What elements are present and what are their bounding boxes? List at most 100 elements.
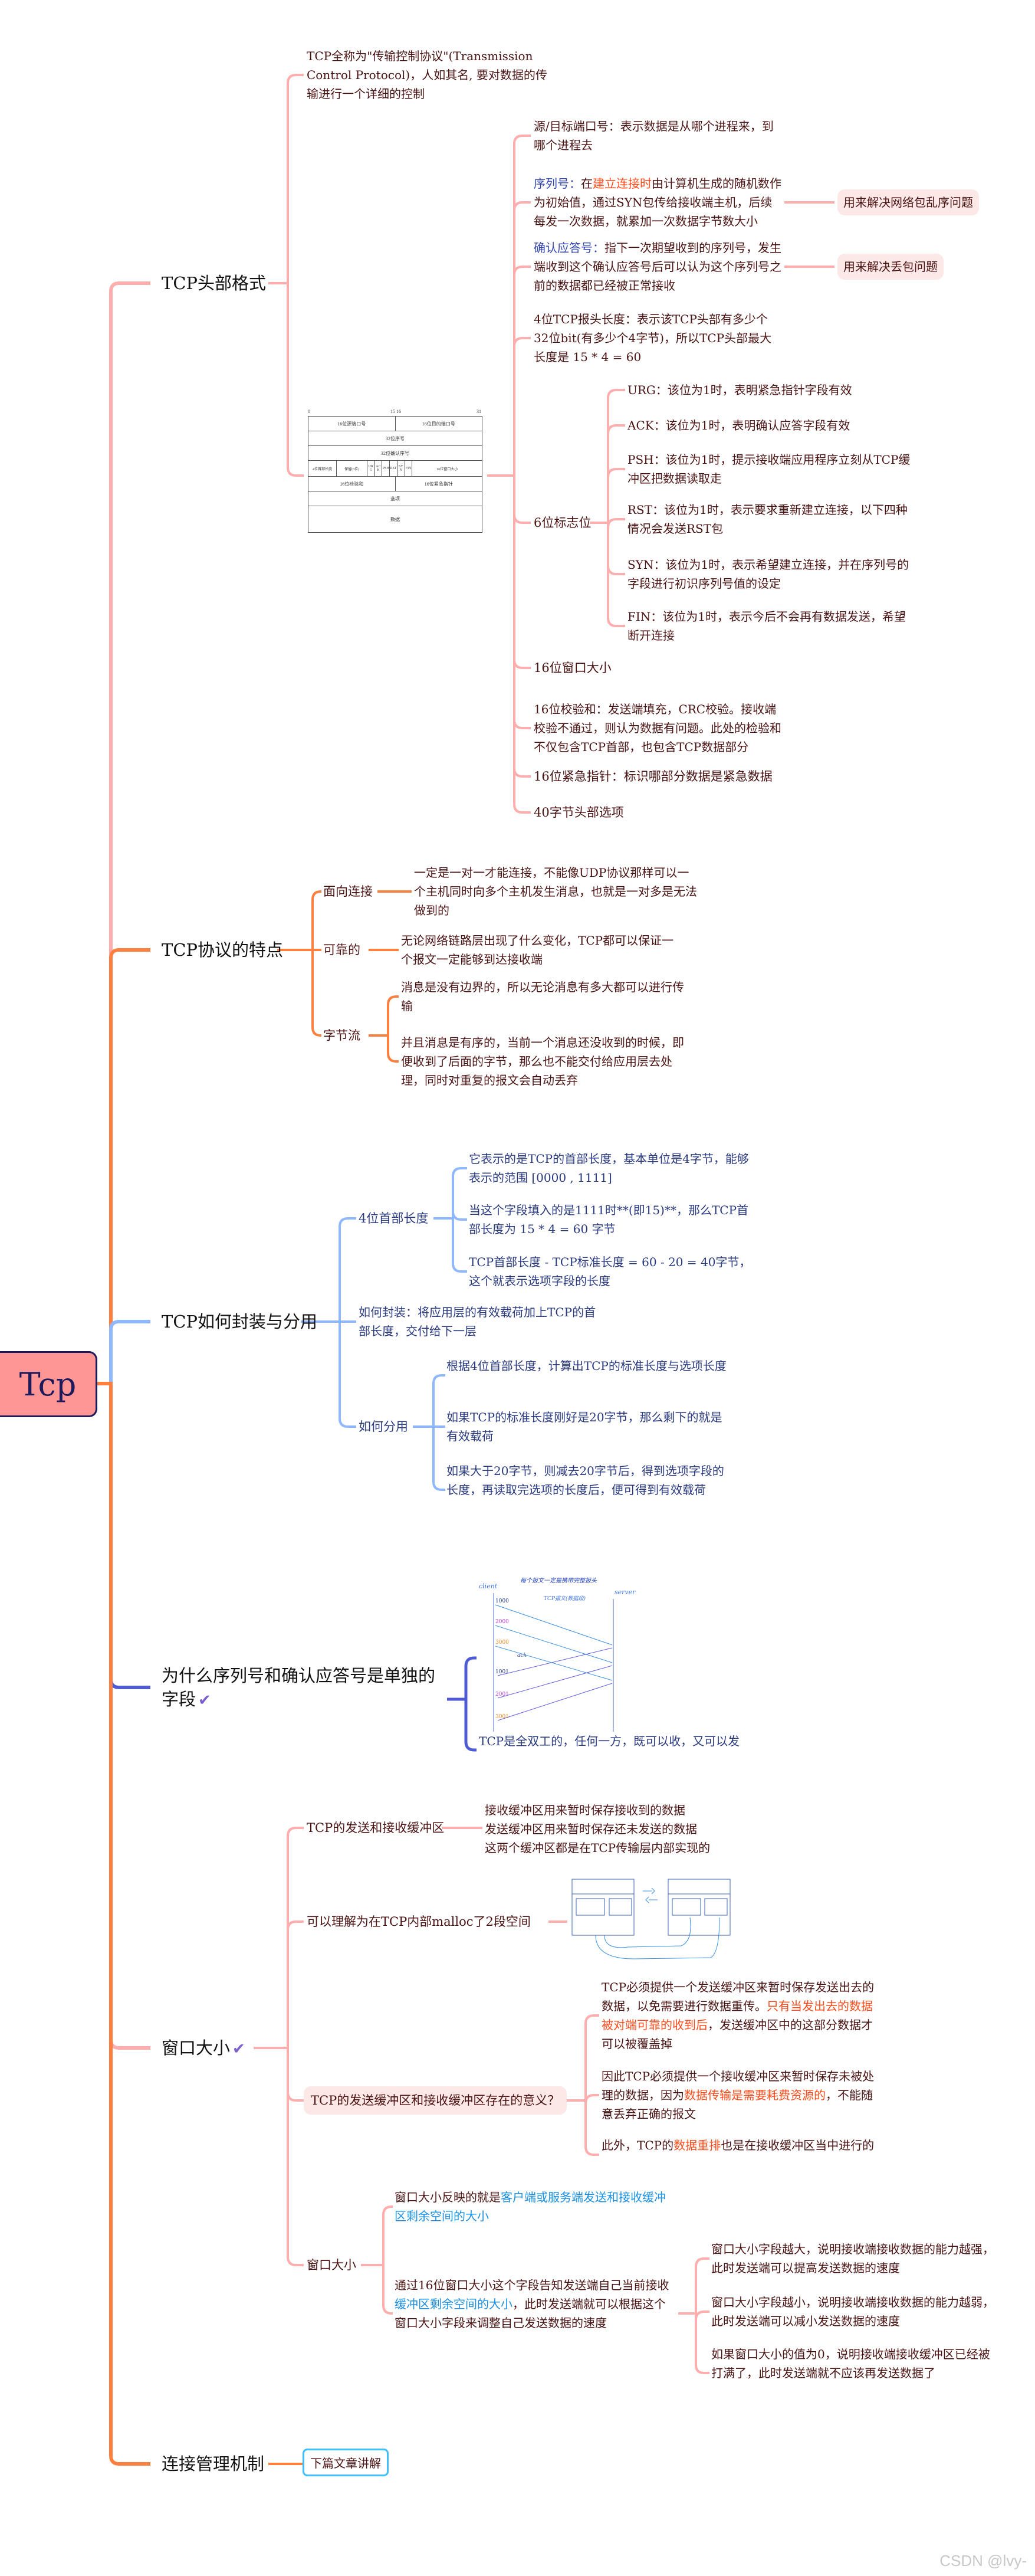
hdr-cell: 16位源端口号 xyxy=(308,417,396,431)
connector-line xyxy=(97,1320,150,1385)
encap-demux[interactable]: 如何分用 xyxy=(359,1420,408,1434)
encap-how[interactable]: 如何封装：将应用层的有效载荷加上TCP的首部长度，交付给下一层 xyxy=(359,1305,596,1338)
connector-line xyxy=(97,1382,150,1689)
connector-line xyxy=(433,1211,467,1221)
field-flags[interactable]: 6位标志位 xyxy=(534,516,592,530)
ack-number-label: 1001 xyxy=(495,1669,509,1675)
field-header-length[interactable]: 4位TCP报头长度：表示该TCP头部有多少个32位bit(有多少个4字节)，所以… xyxy=(534,312,772,364)
field-ack[interactable]: 确认应答号：指下一次期望收到的序列号，发生端收到这个确认应答号后可以认为这个序列… xyxy=(534,238,781,295)
connector-line xyxy=(369,1034,399,1063)
size-detail[interactable]: 如果窗口大小的值为0，说明接收端接收缓冲区已经被打满了，此时发送端就不应该再发送… xyxy=(711,2347,990,2380)
size-p2[interactable]: 通过16位窗口大小这个字段告知发送端自己当前接收缓冲区剩余空间的大小，此时发送端… xyxy=(395,2276,672,2332)
text-part: ，此时发送端就可以根据这个窗口大小字段来调整自己发送数据的速度 xyxy=(395,2297,666,2330)
flag-ack[interactable]: ACK：该位为1时，表明确认应答字段有效 xyxy=(627,418,850,432)
ack-arrow xyxy=(497,1647,613,1676)
window-malloc[interactable]: 可以理解为在TCP内部malloc了2段空间 xyxy=(307,1915,531,1929)
connector-line xyxy=(254,1827,304,2049)
bit-label: 31 xyxy=(477,409,481,414)
meaning-p1[interactable]: TCP必须提供一个发送缓冲区来暂时保存发送出去的数据，以免需要进行数据重传。只有… xyxy=(602,1978,879,2053)
hlen-detail[interactable]: 它表示的是TCP的首部长度，基本单位是4字节，能够表示的范围 [0000 , 1… xyxy=(469,1152,749,1185)
check-icon: ✔ xyxy=(198,1692,211,1709)
connector-line xyxy=(487,337,531,477)
root-node[interactable]: Tcp xyxy=(0,1351,97,1417)
demux-detail[interactable]: 如果TCP的标准长度刚好是20字节，那么剩下的就是有效载荷 xyxy=(446,1410,722,1443)
connector-line xyxy=(301,1320,356,1428)
branch-encap-title[interactable]: TCP如何封装与分用 xyxy=(162,1312,318,1332)
feature-detail[interactable]: 消息是没有边界的，所以无论消息有多大都可以进行传输 xyxy=(401,980,684,1013)
branch-why-title[interactable]: 为什么序列号和确认应答号是单独的字段✔ xyxy=(162,1664,445,1712)
flag-rst[interactable]: RST：该位为1时，表示要求重新建立连接，以下四种情况会发送RST包 xyxy=(627,503,908,536)
hdr-cell: 32位确认序号 xyxy=(381,450,409,456)
flag-syn[interactable]: SYN：该位为1时，表示希望建立连接，并在序列号的字段进行初识序列号值的设定 xyxy=(627,558,909,591)
connector-line xyxy=(97,281,150,1385)
flag-urg[interactable]: URG：该位为1时，表明紧急指针字段有效 xyxy=(627,383,852,397)
connector-line xyxy=(487,474,531,669)
window-buffers[interactable]: TCP的发送和接收缓冲区 xyxy=(307,1821,445,1835)
hdr-cell: RST xyxy=(390,461,397,476)
size-detail[interactable]: 窗口大小字段越大，说明接收端接收数据的能力越强，此时发送端可以提高发送数据的速度 xyxy=(711,2242,994,2275)
tcp-intro[interactable]: TCP全称为"传输控制协议"(Transmission Control Prot… xyxy=(307,49,547,101)
text-part: 指下一次期望收到的序列号，发生端收到这个确认应答号后可以认为这个序列号之前的数据… xyxy=(534,241,781,293)
branch-header-title[interactable]: TCP头部格式 xyxy=(162,273,267,293)
meaning-p2[interactable]: 因此TCP必须提供一个接收缓冲区来暂时保存未被处理的数据，因为数据传输是需要耗费… xyxy=(602,2067,879,2123)
feature-detail[interactable]: 一定是一对一才能连接，不能像UDP协议那样可以一个主机同时向多个主机发生消息，也… xyxy=(414,866,697,917)
connector-line xyxy=(254,2047,304,2266)
field-label: 确认应答号： xyxy=(534,241,604,255)
hlen-detail[interactable]: TCP首部长度 - TCP标准长度 = 60 - 20 = 40字节，这个就表示… xyxy=(469,1255,751,1288)
meaning-p3[interactable]: 此外，TCP的数据重排也是在接收缓冲区当中进行的 xyxy=(602,2136,879,2155)
next-article-box[interactable]: 下篇文章讲解 xyxy=(303,2449,389,2476)
hdr-cell: URG xyxy=(367,461,375,476)
feature-detail[interactable]: 并且消息是有序的，当前一个消息还没收到的时候，即便收到了后面的字节，那么也不能交… xyxy=(401,1035,684,1087)
buffers-line: 这两个缓冲区都是在TCP传输层内部实现的 xyxy=(485,1841,711,1855)
feature-connection[interactable]: 面向连接 xyxy=(323,884,373,899)
field-seq[interactable]: 序列号：在建立连接时由计算机生成的随机数作为初始值，通过SYN包传给接收端主机，… xyxy=(534,174,781,231)
connector-line xyxy=(678,2257,709,2315)
window-size[interactable]: 窗口大小 xyxy=(307,2258,356,2272)
segment-label: TCP报文(数据段) xyxy=(544,1595,586,1602)
connector-line xyxy=(447,1656,477,1701)
field-port[interactable]: 源/目标端口号：表示数据是从哪个进程来，到哪个进程去 xyxy=(534,119,774,152)
buffers-detail[interactable]: 接收缓冲区用来暂时保存接收到的数据 发送缓冲区用来暂时保存还未发送的数据 这两个… xyxy=(485,1801,744,1857)
size-p1[interactable]: 窗口大小反映的就是客户端或服务端发送和接收缓冲区剩余空间的大小 xyxy=(395,2188,672,2226)
ack-purpose-tag[interactable]: 用来解决丢包问题 xyxy=(837,254,944,280)
field-options[interactable]: 40字节头部选项 xyxy=(534,805,624,820)
branch-window-title[interactable]: 窗口大小✔ xyxy=(162,2036,245,2061)
segment-arrow xyxy=(495,1604,613,1646)
branch-conn-title[interactable]: 连接管理机制 xyxy=(162,2454,265,2474)
hdr-cell: 32位序号 xyxy=(386,435,405,441)
feature-reliable[interactable]: 可靠的 xyxy=(323,943,360,957)
window-meaning-question[interactable]: TCP的发送缓冲区和接收缓冲区存在的意义？ xyxy=(304,2086,567,2115)
text-part: ，不能随意丢弃正确的报文 xyxy=(602,2088,873,2121)
hdr-cell: FIN xyxy=(405,461,413,476)
connector-line xyxy=(590,389,625,524)
ack-arrow xyxy=(497,1683,613,1721)
server-label: server xyxy=(615,1588,636,1596)
size-detail[interactable]: 窗口大小字段越小，说明接收端接收数据的能力越弱，此时发送端可以减小发送数据的速度 xyxy=(711,2295,994,2328)
seq-purpose-tag[interactable]: 用来解决网络包乱序问题 xyxy=(837,189,979,215)
field-urgent[interactable]: 16位紧急指针：标识哪部分数据是紧急数据 xyxy=(534,769,773,784)
highlight-text: 只有当发出去的数据被对端可靠的收到后 xyxy=(602,1999,873,2032)
note-label: 每个报文一定是携带完整报头 xyxy=(520,1577,597,1584)
hlen-detail[interactable]: 当这个字段填入的是1111时**(即15)**，那么TCP首部长度为 15 * … xyxy=(469,1203,749,1236)
encap-header-length[interactable]: 4位首部长度 xyxy=(359,1211,429,1225)
why-detail[interactable]: TCP是全双工的，任何一方，既可以收，又可以发 xyxy=(479,1734,740,1748)
field-checksum[interactable]: 16位校验和：发送端填充，CRC校验。接收端校验不通过，则认为数据有问题。此处的… xyxy=(534,702,781,754)
connector-line xyxy=(277,890,321,951)
feature-bytestream[interactable]: 字节流 xyxy=(323,1028,360,1043)
branch-features-title[interactable]: TCP协议的特点 xyxy=(162,940,284,960)
connector-line xyxy=(487,474,531,778)
demux-detail[interactable]: 如果大于20字节，则减去20字节后，得到选项字段的长度，再读取完选项的长度后，便… xyxy=(446,1464,724,1497)
connector-line xyxy=(487,474,531,814)
watermark: CSDN @lvy- xyxy=(939,2552,1027,2570)
connector-line xyxy=(590,522,625,627)
connector-line xyxy=(433,1167,467,1220)
demux-detail[interactable]: 根据4位首部长度，计算出TCP的标准长度与选项长度 xyxy=(446,1359,727,1373)
field-window[interactable]: 16位窗口大小 xyxy=(534,661,612,675)
hdr-cell: 选项 xyxy=(390,496,400,502)
flag-psh[interactable]: PSH：该位为1时，提示接收端应用程序立刻从TCP缓冲区把数据读取走 xyxy=(627,453,911,486)
feature-detail[interactable]: 无论网络链路层出现了什么变化，TCP都可以保证一个报文一定能够到达接收端 xyxy=(401,933,674,966)
flag-fin[interactable]: FIN：该位为1时，表示今后不会再有数据发送，希望断开连接 xyxy=(627,609,906,643)
connector-line xyxy=(277,949,321,1037)
connector-line xyxy=(361,2205,393,2266)
